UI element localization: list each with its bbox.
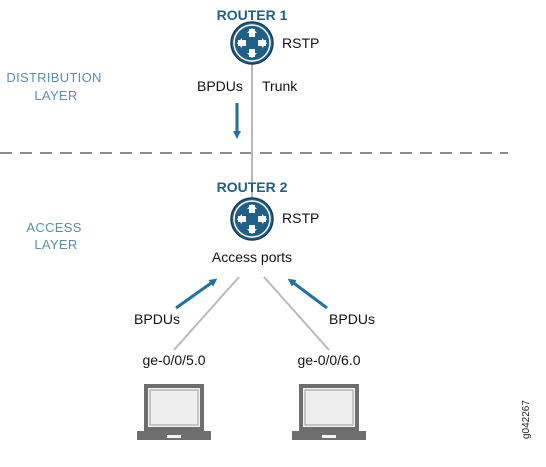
left-laptop-icon[interactable] <box>137 384 211 440</box>
bpdus-top-label: BPDUs <box>197 78 243 94</box>
figure-id: g042267 <box>521 400 532 439</box>
bpdus-right-label: BPDUs <box>329 311 375 327</box>
router1-title: ROUTER 1 <box>217 7 288 23</box>
access-layer-label: ACCESS LAYER <box>26 220 85 252</box>
right-interface-label: ge-0/0/6.0 <box>297 352 360 368</box>
router2-title: ROUTER 2 <box>217 179 288 195</box>
access-link-right <box>263 276 330 351</box>
distribution-layer-label: DISTRIBUTION LAYER <box>6 70 105 103</box>
right-laptop-icon[interactable] <box>292 384 366 440</box>
left-interface-label: ge-0/0/5.0 <box>142 352 205 368</box>
bpdus-left-arrow <box>175 278 218 310</box>
router2-icon[interactable] <box>230 197 274 241</box>
bpdus-left-label: BPDUs <box>134 311 180 327</box>
access-link-left <box>173 276 240 351</box>
router2-protocol: RSTP <box>282 210 319 226</box>
bpdus-right-arrow <box>287 278 328 310</box>
router1-protocol: RSTP <box>282 35 319 51</box>
trunk-label: Trunk <box>262 78 298 94</box>
access-ports-label: Access ports <box>212 249 292 265</box>
router1-icon[interactable] <box>230 21 274 65</box>
